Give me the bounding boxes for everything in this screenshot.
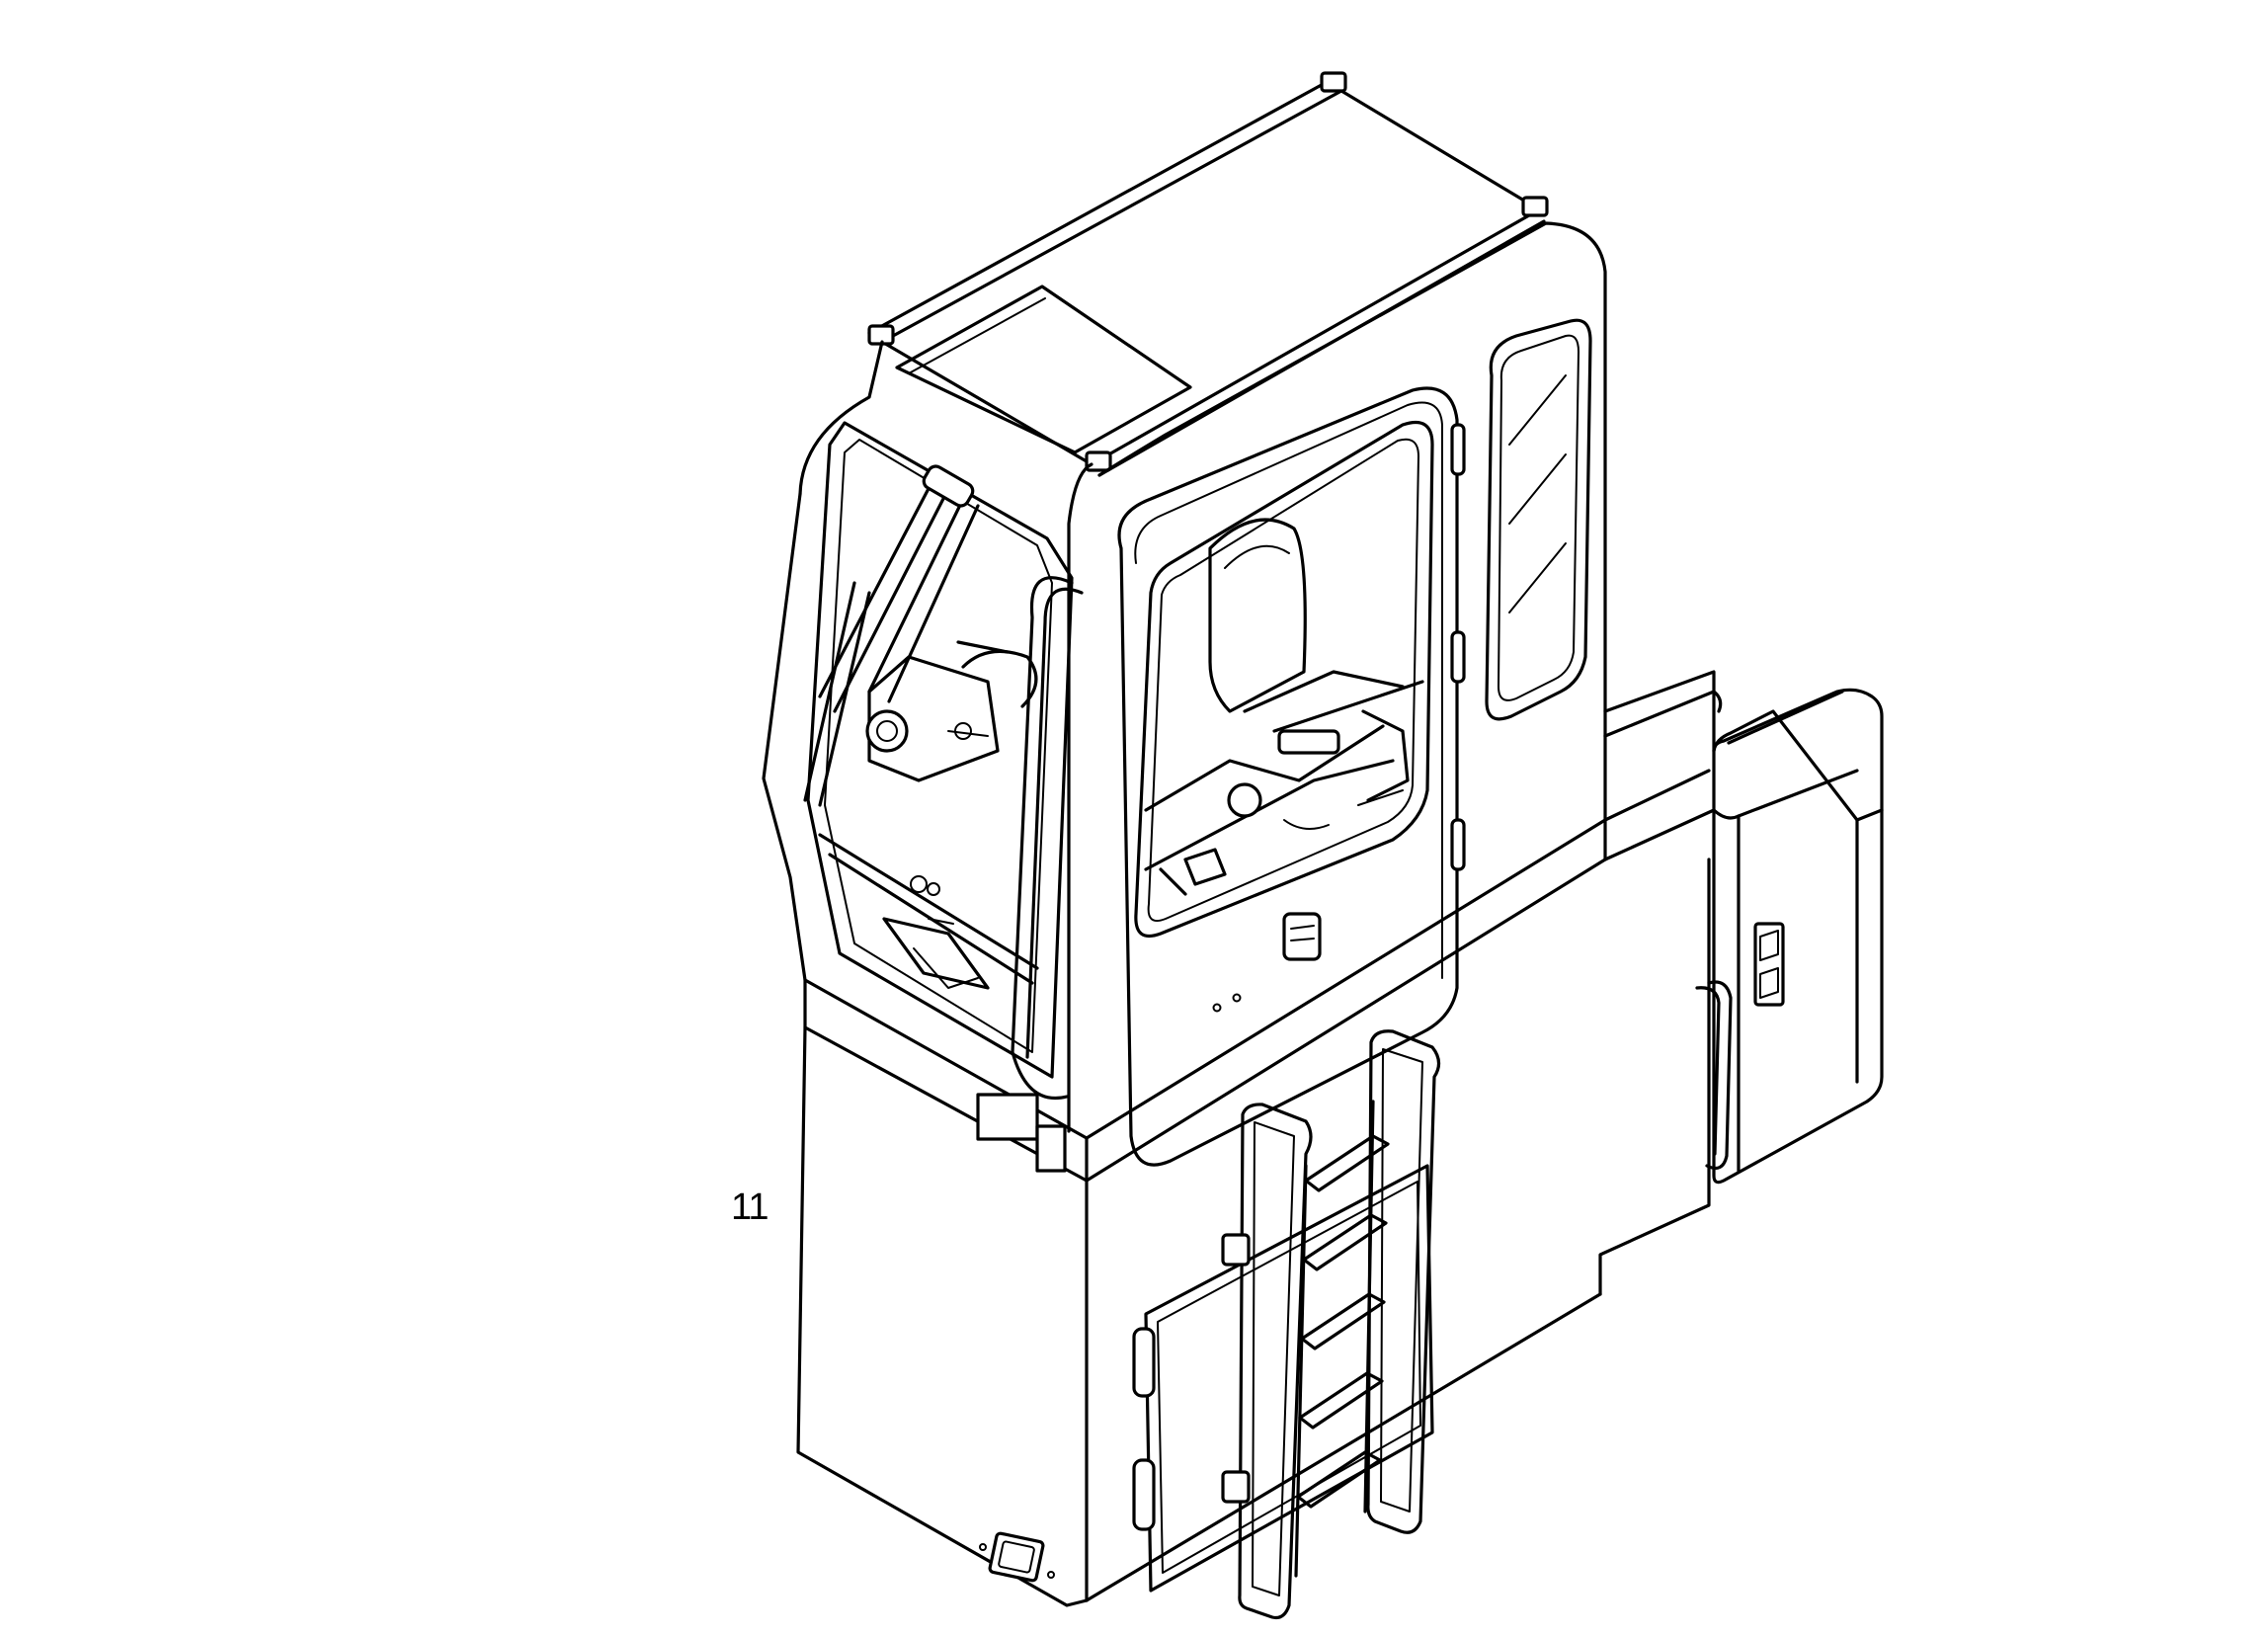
callout-label-11: 11 (731, 1186, 769, 1228)
wiper-assembly (803, 464, 980, 807)
roof-rails (867, 79, 1546, 477)
lower-access-panel (1132, 1164, 1434, 1593)
rear-block (1603, 690, 1723, 738)
cab-door (1117, 386, 1466, 1167)
cab-base-plates (976, 1093, 1067, 1173)
operator-seat (1144, 518, 1424, 896)
lower-body (796, 670, 1716, 1607)
lower-vent (979, 1531, 1055, 1583)
side-toolbox (1603, 688, 1884, 1185)
roof-hatch (895, 285, 1192, 454)
front-window-frame (806, 421, 1084, 1100)
interior-controls (865, 640, 1038, 990)
roof-rail-clamps (867, 71, 1549, 472)
access-ladder (1221, 1029, 1441, 1620)
cab-shell (762, 221, 1607, 1183)
side-window (1485, 318, 1592, 721)
